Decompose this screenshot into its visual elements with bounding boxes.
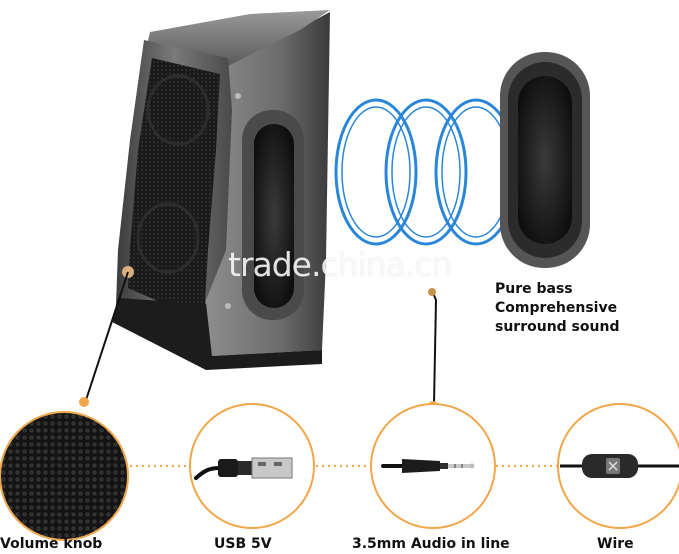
watermark: trade.china.cn [228,245,452,284]
speaker-unit [112,10,330,370]
speaker-base [112,298,322,370]
inline-wire-control-icon [560,454,679,478]
sound-waves [334,98,518,246]
callout-circle-audio-in [370,403,496,529]
usb-plug-icon [194,457,293,480]
label-audio-in: 3.5mm Audio in line [352,536,510,552]
callout-circle-usb [189,403,315,529]
label-usb: USB 5V [214,536,272,552]
bass-description: Pure bass Comprehensive surround sound [495,280,619,337]
label-wire: Wire [597,536,634,552]
callout-dot-knob [79,397,89,407]
label-volume-knob: Volume knob [0,536,103,552]
passive-radiator-detail [500,52,590,268]
callout-circle-volume-knob [0,411,129,541]
bass-line-1: Pure bass [495,281,573,297]
bass-line-3: surround sound [495,319,620,335]
audio-jack-icon [381,459,475,473]
bass-line-2: Comprehensive [495,300,618,316]
callout-circle-wire [557,403,679,529]
